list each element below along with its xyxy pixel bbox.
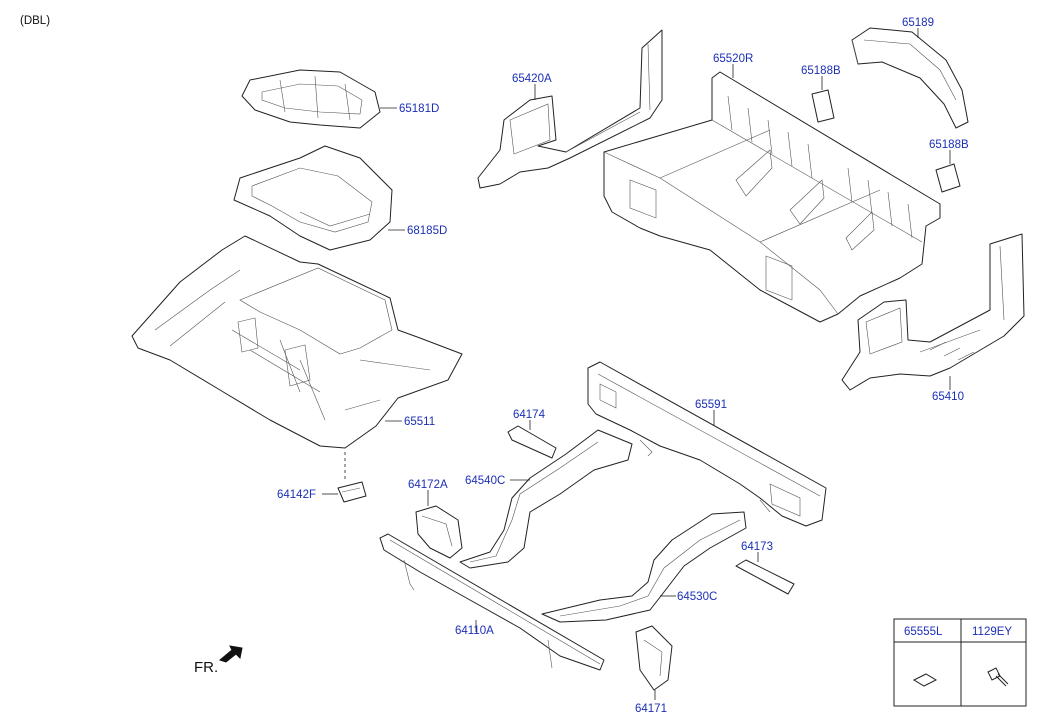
callout-64174[interactable]: 64174 [513, 409, 546, 421]
callout-64142f[interactable]: 64142F [277, 489, 316, 501]
part-64174[interactable] [507, 425, 557, 459]
part-64110a[interactable] [379, 533, 605, 671]
callout-64172a[interactable]: 64172A [408, 479, 448, 491]
table-header-1129ey[interactable]: 1129EY [972, 626, 1012, 638]
part-68185d[interactable] [233, 145, 393, 251]
direction-label: FR. [194, 659, 218, 676]
part-64172a[interactable] [415, 505, 463, 559]
part-64540c[interactable] [459, 429, 633, 569]
parts-table: 65555L 1129EY [893, 618, 1027, 707]
callout-65188b-right[interactable]: 65188B [929, 139, 969, 151]
part-65188b-top[interactable] [811, 89, 835, 123]
callout-64171[interactable]: 64171 [635, 703, 667, 715]
part-65410[interactable] [841, 233, 1025, 391]
bolt-icon [987, 667, 1009, 687]
callout-65189[interactable]: 65189 [902, 17, 934, 29]
part-64171[interactable] [635, 625, 673, 691]
callout-64540c[interactable]: 64540C [465, 475, 505, 487]
part-65511[interactable] [131, 235, 463, 449]
callout-65520r[interactable]: 65520R [713, 53, 753, 65]
part-65189[interactable] [851, 27, 969, 129]
callout-64173[interactable]: 64173 [741, 541, 773, 553]
part-65188b-right[interactable] [935, 163, 961, 193]
callout-65181d[interactable]: 65181D [399, 103, 439, 115]
plug-icon [912, 673, 938, 687]
front-arrow-icon [218, 645, 243, 663]
part-65420a[interactable] [477, 29, 663, 189]
callout-65511[interactable]: 65511 [404, 416, 435, 428]
part-64142f[interactable] [337, 481, 367, 503]
callout-68185d[interactable]: 68185D [407, 225, 447, 237]
part-65591[interactable] [587, 361, 827, 527]
callout-64110a[interactable]: 64110A [455, 625, 494, 637]
part-64530c[interactable] [541, 511, 747, 623]
callout-65420a[interactable]: 65420A [512, 73, 552, 85]
part-65520r[interactable] [603, 71, 941, 323]
callout-65188b-top[interactable]: 65188B [801, 65, 841, 77]
table-header-65555l[interactable]: 65555L [904, 626, 943, 638]
variant-note: (DBL) [20, 15, 50, 27]
part-64173[interactable] [735, 559, 795, 595]
part-65181d[interactable] [241, 69, 381, 129]
callout-64530c[interactable]: 64530C [677, 591, 717, 603]
callout-65410[interactable]: 65410 [932, 391, 964, 403]
callout-65591[interactable]: 65591 [695, 399, 727, 411]
